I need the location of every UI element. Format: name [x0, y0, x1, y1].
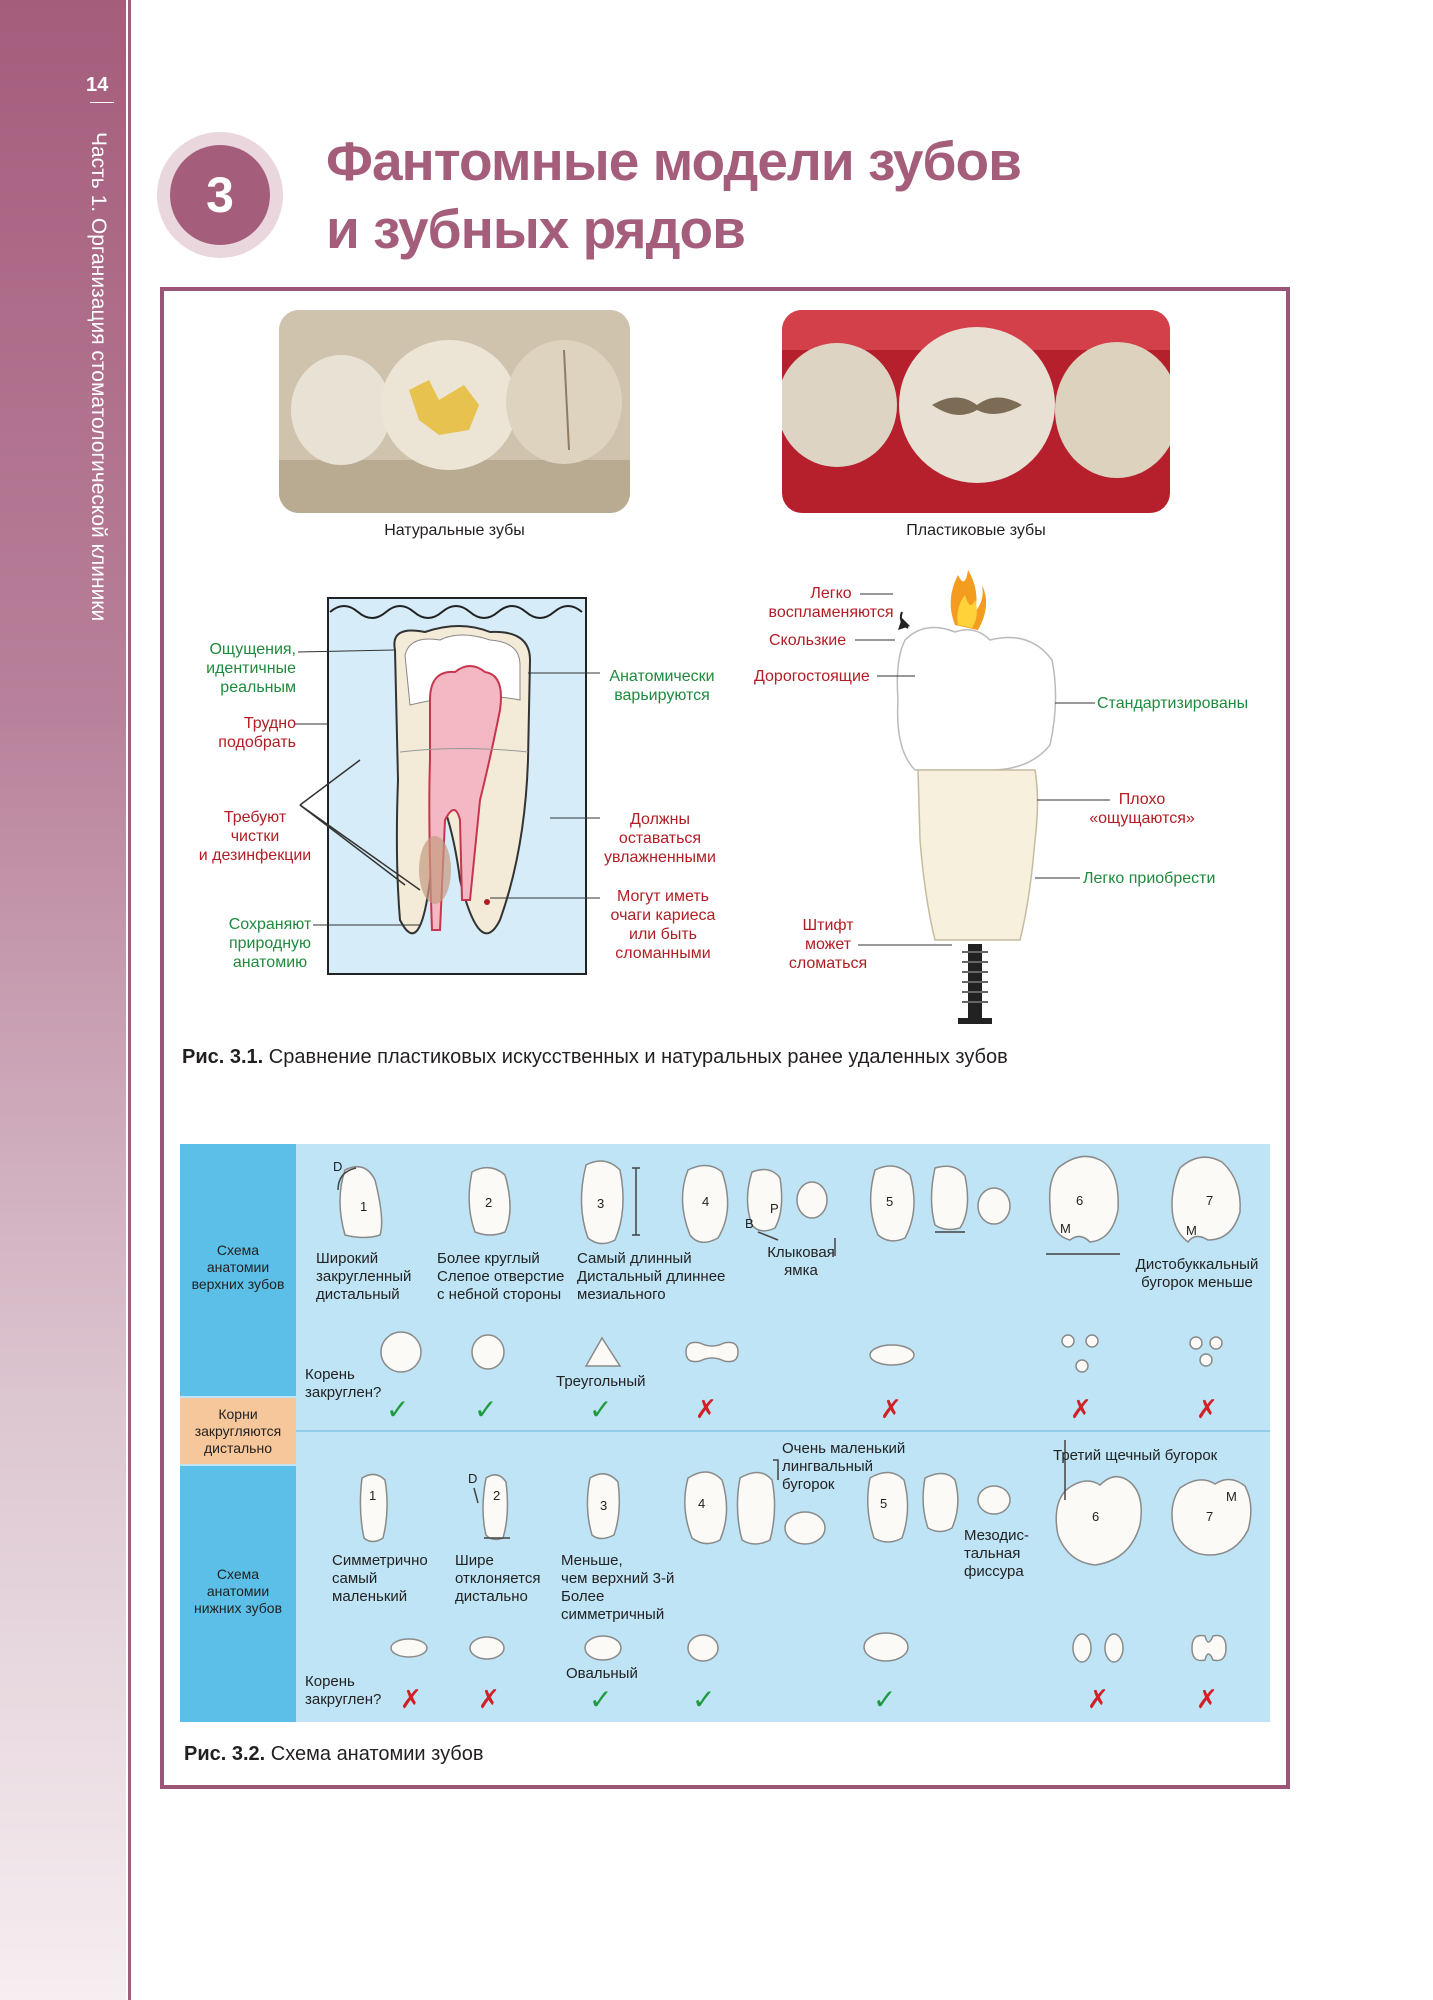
upper-letter-m6: M [1060, 1220, 1071, 1238]
lower-root-1 [391, 1639, 427, 1657]
upper-root-2 [472, 1335, 504, 1369]
upper-num-6: 6 [1076, 1192, 1083, 1210]
upper-note-7: Дистобуккальный бугорок меньше [1130, 1256, 1264, 1292]
lower-num-4: 4 [698, 1495, 705, 1513]
lower-root-4 [688, 1635, 718, 1661]
lower-mark-7: ✗ [1196, 1684, 1218, 1715]
upper-mark-1: ✓ [386, 1393, 409, 1426]
upper-num-4: 4 [702, 1193, 709, 1211]
lower-root-6b [1105, 1634, 1123, 1662]
lower-tooth-4 [685, 1472, 727, 1544]
upper-tooth-4-occlusal [797, 1182, 827, 1218]
lower-mark-6: ✗ [1087, 1684, 1109, 1715]
upper-mark-3: ✓ [589, 1393, 612, 1426]
lower-num-7: 7 [1206, 1508, 1213, 1526]
lower-num-1: 1 [369, 1487, 376, 1505]
upper-root-triangular: Треугольный [556, 1373, 646, 1391]
upper-root-7b [1210, 1337, 1222, 1349]
upper-letter-p: P [770, 1200, 779, 1218]
figure-3-2-text: Схема анатомии зубов [265, 1743, 483, 1765]
upper-tooth-5-side [932, 1166, 968, 1229]
lower-tooth-5-side [923, 1473, 958, 1531]
lower-tooth-5-occlusal [978, 1486, 1010, 1514]
upper-num-2: 2 [485, 1194, 492, 1212]
lower-mark-3: ✓ [589, 1683, 612, 1716]
upper-root-1 [381, 1332, 421, 1372]
upper-mark-5: ✗ [880, 1394, 902, 1425]
lower-note-fissure: Мезодис- тальная фиссура [964, 1527, 1029, 1581]
lower-root-5 [864, 1633, 908, 1661]
upper-letter-b: B [745, 1215, 754, 1233]
lower-num-2: 2 [493, 1487, 500, 1505]
upper-note-2: Более круглый Слепое отверстие с небной … [437, 1250, 564, 1304]
lower-root-6a [1073, 1634, 1091, 1662]
lower-root-3 [585, 1636, 621, 1660]
upper-note-1: Широкий закругленный дистальный [316, 1250, 411, 1304]
lower-root-2 [470, 1637, 504, 1659]
upper-root-6c [1076, 1360, 1088, 1372]
upper-mark-2: ✓ [474, 1393, 497, 1426]
lower-note-2: Шире отклоняется дистально [455, 1552, 540, 1606]
lower-note-cusp: Третий щечный бугорок [1053, 1447, 1217, 1465]
upper-root-6b [1086, 1335, 1098, 1347]
lower-tooth-4-occlusal [785, 1512, 825, 1544]
lower-root-question: Корень закруглен? [305, 1673, 381, 1709]
upper-tooth-5-occlusal [978, 1188, 1010, 1224]
lower-note-1: Симметрично самый маленький [332, 1552, 428, 1606]
lower-note-3: Меньше, чем верхний 3-й Более симметричн… [561, 1552, 674, 1624]
upper-num-1: 1 [360, 1198, 367, 1216]
lower-tooth-4-side [737, 1472, 774, 1544]
lower-root-7 [1192, 1636, 1226, 1661]
lower-num-6: 6 [1092, 1508, 1099, 1526]
upper-root-4 [686, 1342, 738, 1361]
upper-num-7: 7 [1206, 1192, 1213, 1210]
tooth-drawings [0, 0, 1433, 1800]
lower-note-lingual: Очень маленький лингвальный бугорок [782, 1440, 905, 1494]
lower-num-3: 3 [600, 1497, 607, 1515]
upper-mark-7: ✗ [1196, 1394, 1218, 1425]
lower-mark-2: ✗ [478, 1684, 500, 1715]
upper-root-5 [870, 1345, 914, 1365]
figure-3-2-caption: Рис. 3.2. Схема анатомии зубов [184, 1743, 484, 1766]
upper-mark-4: ✗ [695, 1394, 717, 1425]
lower-root-oval: Овальный [566, 1665, 638, 1683]
upper-root-7c [1200, 1354, 1212, 1366]
upper-num-3: 3 [597, 1195, 604, 1213]
upper-note-4: Клыковая ямка [758, 1244, 844, 1280]
lower-tooth-1 [360, 1474, 387, 1541]
lower-num-5: 5 [880, 1495, 887, 1513]
upper-mark-6: ✗ [1070, 1394, 1092, 1425]
upper-root-6a [1062, 1335, 1074, 1347]
figure-3-2-label: Рис. 3.2. [184, 1743, 265, 1765]
upper-letter-m7: M [1186, 1222, 1197, 1240]
upper-note-3: Самый длинный Дистальный длиннее мезиаль… [577, 1250, 725, 1304]
upper-num-5: 5 [886, 1193, 893, 1211]
lower-tooth-2 [483, 1475, 507, 1540]
upper-root-3 [586, 1338, 620, 1366]
upper-root-7a [1190, 1337, 1202, 1349]
upper-letter-d: D [333, 1158, 342, 1176]
lower-letter-d: D [468, 1470, 477, 1488]
lower-mark-4: ✓ [692, 1683, 715, 1716]
lower-letter-m7: M [1226, 1488, 1237, 1506]
lower-mark-5: ✓ [873, 1683, 896, 1716]
upper-root-question: Корень закруглен? [305, 1366, 381, 1402]
lower-mark-1: ✗ [400, 1684, 422, 1715]
